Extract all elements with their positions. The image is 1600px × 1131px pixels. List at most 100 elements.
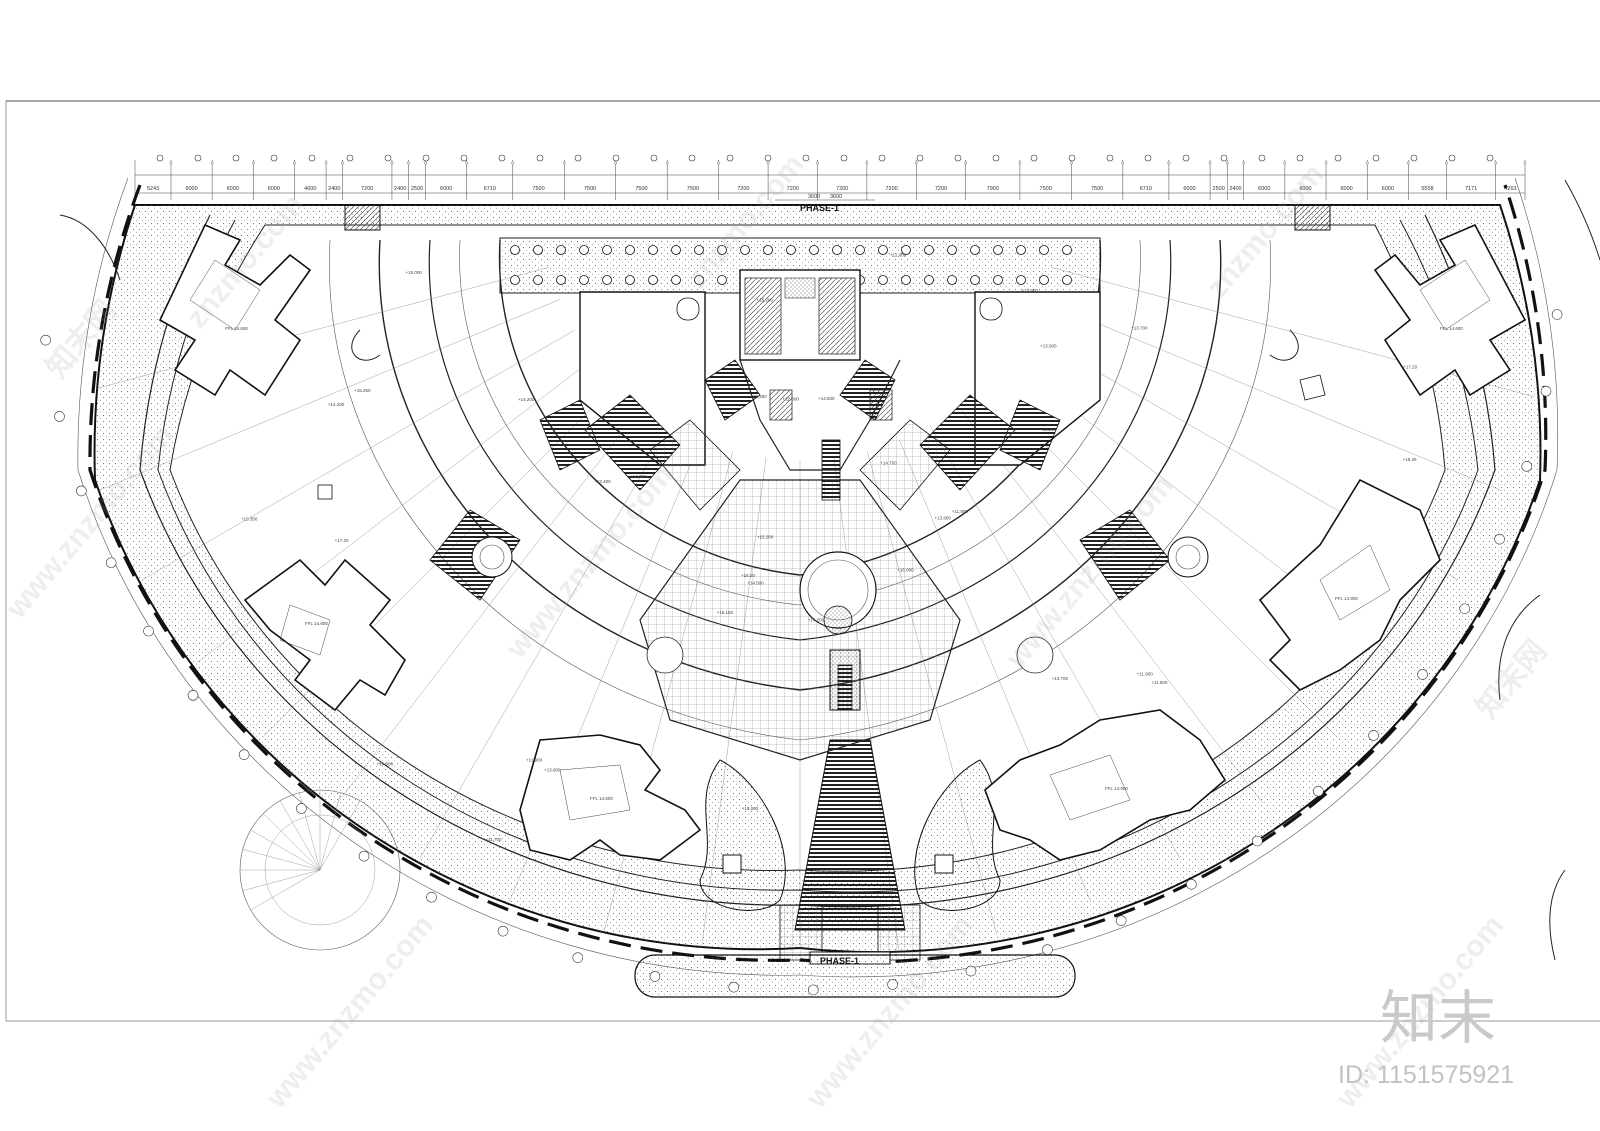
dim-label: 6000	[227, 186, 239, 192]
spoke	[319, 792, 341, 871]
grid-bubble-top	[688, 154, 696, 162]
dim-node	[1069, 161, 1073, 165]
grid-bubble	[1313, 785, 1324, 797]
level-mark: +17.20	[1403, 365, 1417, 370]
column	[625, 275, 635, 285]
dim-label: 5558	[1421, 186, 1433, 192]
column	[579, 245, 589, 255]
grid-bubble	[76, 485, 87, 497]
dim-node	[562, 161, 566, 165]
dim-node	[1018, 161, 1022, 165]
level-mark: +14.900	[377, 762, 394, 767]
grid-bubble	[54, 411, 65, 422]
column	[556, 245, 566, 255]
column	[694, 245, 704, 255]
grid-bubble	[426, 891, 437, 903]
column	[602, 245, 612, 255]
grid-bubble	[358, 850, 370, 862]
dim-node	[169, 161, 173, 165]
ffl-mark: FFL 14.900	[1335, 596, 1358, 601]
dim-node	[665, 161, 669, 165]
grid-bubble-top	[1410, 154, 1418, 162]
radial-line	[1051, 267, 1535, 397]
dim-label: 6000	[440, 186, 452, 192]
dim-label: 7500	[687, 186, 699, 192]
building-sw	[519, 734, 702, 861]
grid-bubble-top	[1258, 154, 1266, 162]
radial-line	[141, 329, 575, 581]
building-e-inner	[1319, 544, 1391, 621]
dim-label: 5243	[147, 186, 159, 192]
grid-bubble-top	[726, 154, 734, 162]
dim-node	[465, 161, 469, 165]
grid-bubble	[187, 690, 199, 701]
grid-bubble	[1521, 461, 1533, 472]
column	[1016, 275, 1026, 285]
grid-bubble-top	[650, 154, 658, 162]
grid-bubble-top	[916, 154, 924, 162]
grid-bubble-top	[878, 154, 886, 162]
center-dim-left: 3600	[808, 194, 820, 200]
column	[1039, 245, 1049, 255]
center-dim-right: 3600	[830, 194, 842, 200]
dim-label: 7200	[836, 186, 848, 192]
building-ne	[1373, 223, 1527, 397]
dim-node	[717, 161, 721, 165]
level-mark: +16.000	[897, 567, 914, 572]
level-mark: +15.250	[750, 394, 767, 399]
dim-label: 2400	[328, 186, 340, 192]
grid-bubble-top	[764, 154, 772, 162]
dim-node	[865, 161, 869, 165]
column	[970, 275, 980, 285]
level-mark: +11.700	[485, 837, 502, 842]
column	[625, 245, 635, 255]
east-road-curve-2	[1498, 594, 1541, 701]
building-nw	[158, 223, 312, 397]
column	[1062, 245, 1072, 255]
building-nw-inner	[189, 259, 261, 331]
column	[671, 275, 681, 285]
column	[947, 245, 957, 255]
dim-label: 2400	[394, 186, 406, 192]
dim-label: 7200	[737, 186, 749, 192]
east-road-curve	[1564, 179, 1600, 261]
level-mark: +13.800	[544, 767, 561, 772]
level-mark: +14.200	[808, 617, 825, 622]
level-mark: +15.250	[1040, 427, 1057, 432]
radial-line	[94, 267, 549, 397]
buildings	[158, 223, 1527, 861]
dim-node	[407, 161, 410, 165]
dim-node	[1445, 161, 1448, 165]
level-mark: +18.29	[1403, 457, 1417, 462]
dim-node	[1167, 161, 1171, 165]
column	[648, 245, 658, 255]
dim-node	[1208, 161, 1212, 165]
level-mark: +15.200	[757, 535, 774, 540]
dim-node	[293, 161, 296, 165]
level-mark: +12.000	[890, 252, 907, 257]
grid-bubble	[497, 925, 509, 937]
dim-label: 6000	[268, 186, 280, 192]
dim-node	[914, 161, 918, 165]
dim-label: 7500	[1091, 186, 1103, 192]
grid-bubble	[1042, 944, 1053, 955]
level-mark: +11.900	[1137, 671, 1154, 676]
dim-label: 7900	[987, 186, 999, 192]
building-w	[243, 558, 406, 712]
grid-bubble-top	[1030, 154, 1038, 162]
column	[579, 275, 589, 285]
grid-bubble-top	[498, 154, 506, 162]
level-mark: +11.500	[1151, 680, 1168, 685]
building-se	[984, 709, 1227, 861]
ffl-mark: FFL 14.600	[225, 326, 248, 331]
dim-node	[390, 161, 394, 165]
dim-node	[1494, 161, 1498, 165]
dim-label: 4600	[304, 186, 316, 192]
dim-node	[614, 161, 618, 165]
grid-bubble-top	[1448, 154, 1456, 162]
column	[717, 245, 727, 255]
dim-node	[964, 161, 968, 165]
staircases	[429, 359, 1171, 601]
grid-bubble-top	[536, 154, 544, 162]
